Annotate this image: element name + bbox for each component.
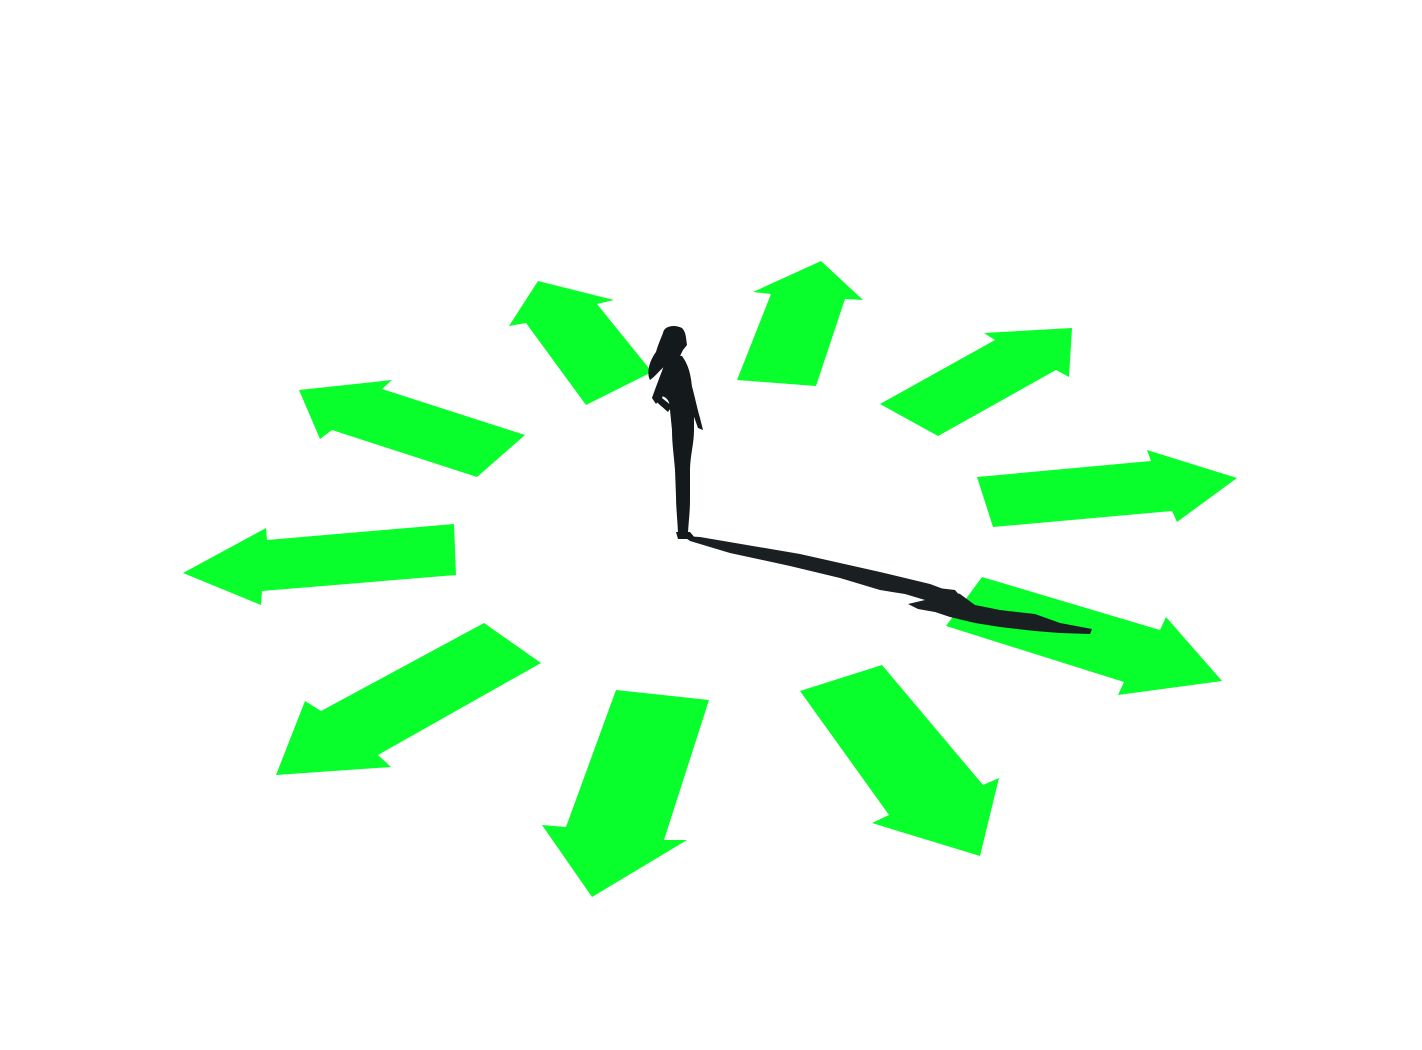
arrow-right-icon: [977, 450, 1237, 527]
arrow-upper-right-icon: [880, 328, 1072, 436]
arrow-lower-right-1-icon: [946, 577, 1222, 695]
woman-silhouette: [648, 325, 703, 539]
arrow-up-icon: [737, 261, 863, 386]
arrow-lower-left-icon: [276, 623, 541, 775]
arrow-upper-left-2-icon: [299, 380, 525, 477]
arrow-left-icon: [183, 524, 456, 605]
figure-shadow: [683, 536, 1092, 634]
arrow-upper-left-1-icon: [509, 281, 652, 405]
arrow-lower-right-2-icon: [800, 665, 999, 856]
arrow-down-icon: [542, 690, 709, 897]
